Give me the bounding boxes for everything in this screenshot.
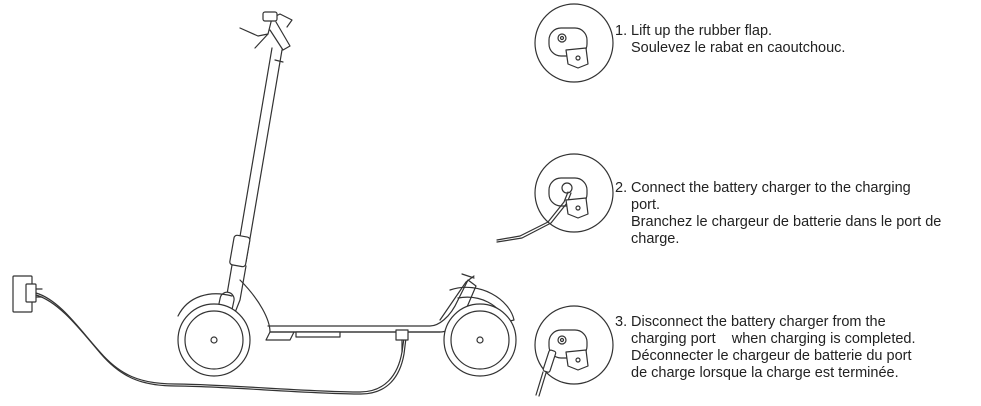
step-number: 3. xyxy=(615,314,628,330)
step-number: 2. xyxy=(615,180,628,196)
step-1-instruction: 1. Lift up the rubber flap. Soulevez le … xyxy=(615,23,915,57)
step-text-en: Lift up the rubber flap. xyxy=(631,23,773,39)
step-text-fr-line2: charge. xyxy=(631,231,680,247)
step-text-en-line2: charging port when charging is completed… xyxy=(631,331,916,347)
step-text-fr-line1: Déconnecter le chargeur de batterie du p… xyxy=(631,348,912,364)
scooter-illustration xyxy=(177,11,517,377)
charging-port-closeup-icon xyxy=(534,305,614,397)
charging-port-closeup-icon xyxy=(496,153,614,243)
step-2-instruction: 2. Connect the battery charger to the ch… xyxy=(615,180,975,248)
step-3-instruction: 3. Disconnect the battery charger from t… xyxy=(615,314,975,382)
step-text-fr-line1: Branchez le chargeur de batterie dans le… xyxy=(631,214,942,230)
step-number: 1. xyxy=(615,23,628,39)
step-text-en-line1: Disconnect the battery charger from the xyxy=(631,314,886,330)
step-text-en-line2: port. xyxy=(631,197,661,213)
step-text-en-line1: Connect the battery charger to the charg… xyxy=(631,180,911,196)
step-text-fr-line2: de charge lorsque la charge est terminée… xyxy=(631,365,899,381)
charging-port-closeup-icon xyxy=(534,3,614,83)
step-text-fr: Soulevez le rabat en caoutchouc. xyxy=(631,40,846,56)
